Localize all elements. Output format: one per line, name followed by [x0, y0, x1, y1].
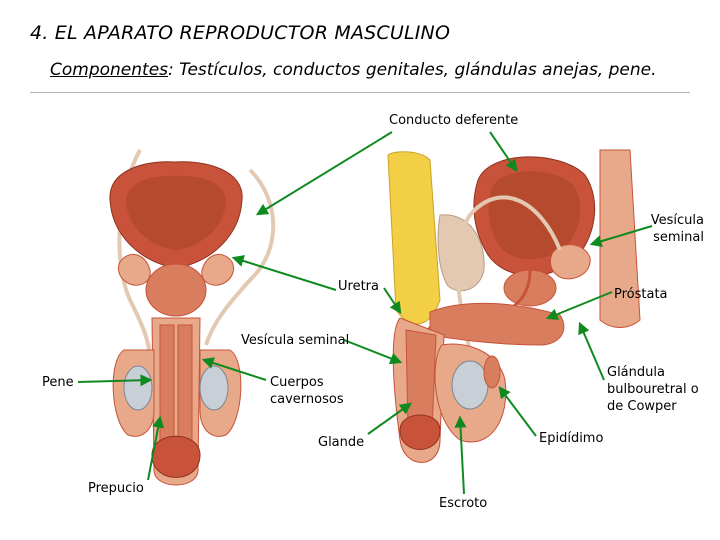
sagittal-bladder-lumen	[488, 171, 581, 260]
sagittal-epididymis	[483, 355, 501, 389]
pointer-escroto	[454, 415, 467, 495]
label-conducto-deferente: Conducto deferente	[389, 113, 519, 128]
label-pointers	[77, 131, 653, 495]
sagittal-glans	[399, 414, 441, 450]
label-uretra: Uretra	[338, 279, 379, 294]
label-epididimo: Epidídimo	[539, 431, 604, 446]
sagittal-pubic-bone	[437, 214, 485, 292]
subtitle-separator: :	[168, 60, 174, 80]
front-seminal-vesicle-right	[201, 254, 235, 286]
pointer-uretra	[383, 287, 402, 314]
label-cuerpos-cavernosos: Cuerpos cavernosos	[270, 375, 344, 407]
pointer-uretra-front	[231, 255, 337, 291]
front-glans	[151, 435, 201, 478]
pointer-prostata	[545, 291, 613, 320]
label-vesicula-seminal-top: Vesícula seminal	[650, 213, 704, 245]
pointer-vesicula-seminal-mid	[343, 339, 403, 365]
title-divider	[30, 92, 690, 93]
sagittal-pubic-fat	[387, 151, 441, 325]
pointer-conducto-deferente-sagittal	[489, 131, 518, 172]
label-prepucio: Prepucio	[88, 481, 144, 496]
front-vas-deferens-right	[204, 168, 276, 346]
sagittal-view-illustration	[387, 149, 641, 463]
sagittal-testis	[451, 360, 489, 410]
subtitle-key: Componentes	[50, 60, 169, 80]
sagittal-seminal-vesicle	[549, 244, 591, 280]
pointer-prepucio	[147, 415, 165, 481]
label-prostata: Próstata	[614, 287, 668, 302]
pointer-vesicula-seminal-top	[589, 225, 653, 247]
label-glande: Glande	[318, 435, 365, 450]
sagittal-bulb	[429, 302, 565, 346]
label-glandula-bulbouretral: Glándula bulbouretral o de Cowper	[607, 365, 699, 414]
front-bladder-lumen	[126, 175, 226, 250]
pointer-conducto-deferente-front	[255, 131, 393, 216]
label-vesicula-seminal-mid: Vesícula seminal	[241, 333, 350, 348]
pointer-cuerpos-cavernosos-front	[201, 357, 267, 381]
pointer-glande	[367, 402, 412, 435]
pointer-glandula-bulbouretral	[578, 321, 605, 381]
sagittal-rectum	[599, 149, 641, 328]
page-subtitle: Componentes: Testículos, conductos genit…	[50, 60, 657, 80]
label-escroto: Escroto	[439, 496, 488, 511]
front-testis-right	[199, 365, 229, 411]
front-seminal-vesicle-left	[117, 254, 151, 286]
front-prostate	[145, 263, 207, 317]
front-testis-left	[123, 365, 153, 411]
page-title: 4. EL APARATO REPRODUCTOR MASCULINO	[30, 22, 451, 44]
front-view-illustration	[109, 149, 276, 486]
pointer-pene	[77, 374, 153, 387]
subtitle-components: Testículos, conductos genitales, glándul…	[173, 60, 657, 80]
pointer-epididimo	[498, 386, 537, 437]
label-pene: Pene	[42, 375, 74, 390]
